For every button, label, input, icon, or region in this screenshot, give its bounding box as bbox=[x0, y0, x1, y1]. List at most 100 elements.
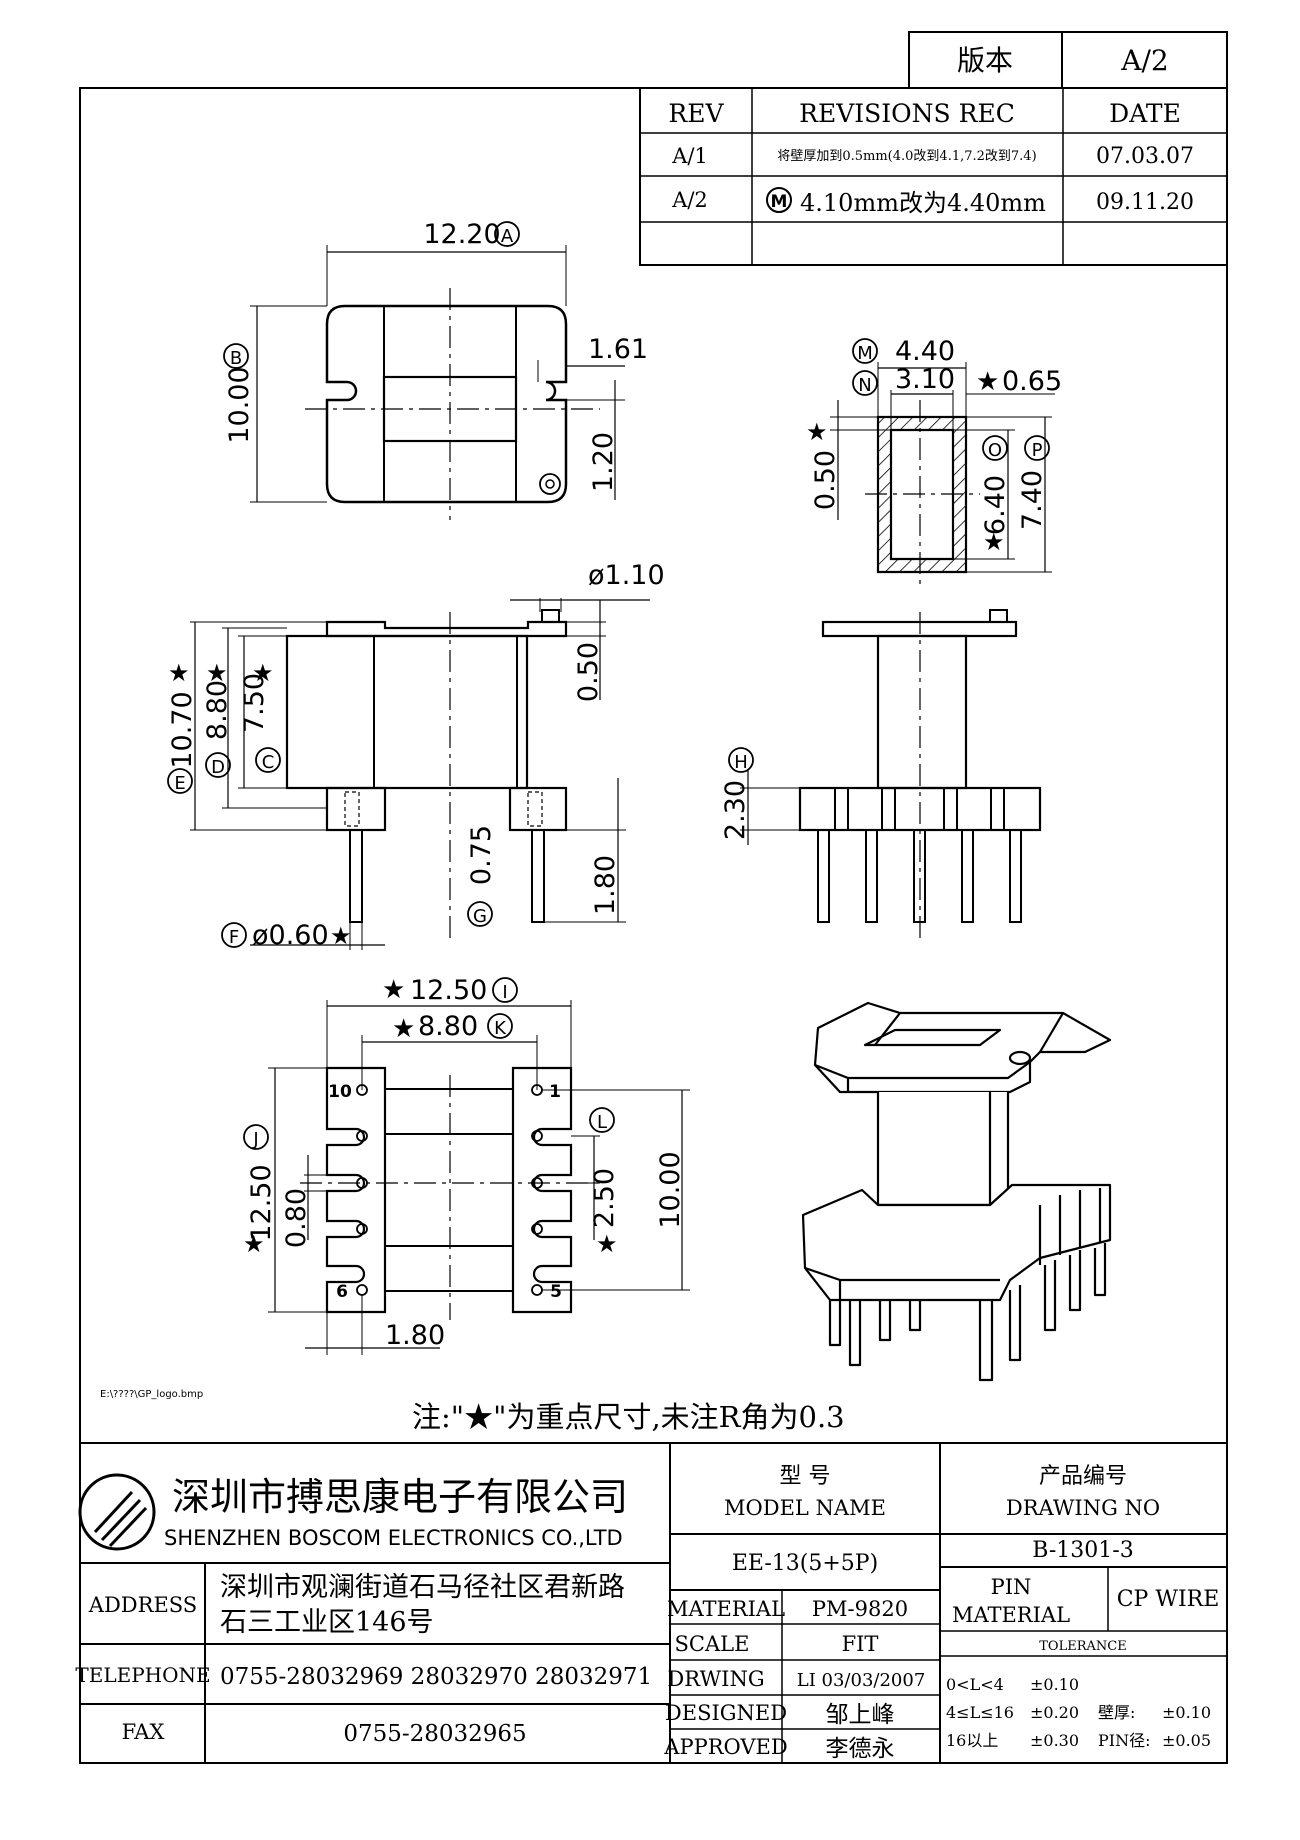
dim-pin-dia-top: ø1.10 bbox=[588, 560, 665, 591]
sec-wall-v-star: ★ bbox=[806, 418, 828, 446]
dim-bot-len: 12.50 bbox=[246, 1164, 277, 1241]
date-header: DATE bbox=[1109, 99, 1181, 128]
dim-bot-len2: 10.00 bbox=[655, 1151, 686, 1228]
dim-pin-row-mark: K bbox=[494, 1018, 507, 1039]
title-block: 深圳市搏思康电子有限公司 SHENZHEN BOSCOM ELECTRONICS… bbox=[75, 1443, 1227, 1763]
rev-row-2-mark: M bbox=[771, 192, 788, 212]
dim-base-h: 2.30 bbox=[720, 780, 751, 840]
dim-pin-dia: ø0.60 bbox=[252, 920, 329, 951]
drawing-label-cn: 产品编号 bbox=[1039, 1464, 1127, 1489]
model-value: EE-13(5+5P) bbox=[732, 1551, 878, 1576]
dim-flange-t: 0.50 bbox=[573, 642, 604, 702]
tol-extra-label-2: 壁厚: bbox=[1098, 1703, 1135, 1722]
tol-value-3: ±0.30 bbox=[1030, 1731, 1079, 1750]
bottom-view: 10 1 6 5 ★ 12.50 I ★ 8.80 K J 12.50 ★ 0.… bbox=[243, 975, 690, 1355]
dim-h-winding: 7.50 bbox=[239, 673, 270, 733]
pin-label-10: 10 bbox=[328, 1082, 352, 1102]
bot-len-star: ★ bbox=[243, 1230, 265, 1258]
tol-extra-label-3: PIN径: bbox=[1098, 1731, 1150, 1750]
dim-pin-row: 8.80 bbox=[418, 1011, 478, 1042]
material-value: PM-9820 bbox=[812, 1597, 908, 1621]
dim-bot-pin: 1.80 bbox=[385, 1320, 445, 1351]
dim-h-total: 10.70 bbox=[167, 691, 198, 768]
tolerance-label: TOLERANCE bbox=[1039, 1639, 1126, 1654]
dim-sec-inner-h-mark: O bbox=[988, 440, 1002, 461]
rev-header: REV bbox=[668, 99, 724, 128]
dim-top-width: 12.20 bbox=[423, 219, 500, 250]
drwing-value: LI 03/03/2007 bbox=[797, 1670, 926, 1691]
tol-range-3: 16以上 bbox=[946, 1731, 998, 1750]
designed-label: DESIGNED bbox=[665, 1701, 787, 1725]
pin-dia-star: ★ bbox=[330, 922, 352, 950]
dim-pin-len: 1.80 bbox=[590, 855, 621, 915]
side-view: 2.30 H bbox=[720, 609, 1042, 940]
company-name-cn: 深圳市搏思康电子有限公司 bbox=[172, 1475, 628, 1519]
dim-h-winding-mark: C bbox=[262, 752, 275, 773]
tol-value-2: ±0.20 bbox=[1030, 1703, 1079, 1722]
company-logo bbox=[78, 1473, 156, 1551]
model-label-cn: 型 号 bbox=[780, 1464, 831, 1489]
scale-value: FIT bbox=[842, 1632, 879, 1656]
date-row-2: 09.11.20 bbox=[1096, 190, 1194, 215]
address-line-1: 深圳市观澜街道石马径社区君新路 bbox=[220, 1572, 625, 1603]
drawing-no-value: B-1301-3 bbox=[1032, 1538, 1133, 1563]
dim-bot-width-mark: I bbox=[502, 982, 507, 1003]
drawing-note: 注:"★"为重点尺寸,未注R角为0.3 bbox=[412, 1400, 845, 1434]
dim-h-mid-mark: D bbox=[211, 757, 225, 778]
sec-inner-h-star: ★ bbox=[983, 528, 1005, 556]
pin-material-label-1: PIN bbox=[991, 1575, 1032, 1599]
address-label: ADDRESS bbox=[88, 1593, 197, 1617]
approved-value: 李德永 bbox=[826, 1736, 895, 1762]
fax-value: 0755-28032965 bbox=[343, 1721, 526, 1747]
dim-sec-outer-h-mark: P bbox=[1032, 440, 1043, 461]
dim-slot-w: 0.80 bbox=[281, 1188, 312, 1248]
version-box: 版本 A/2 bbox=[908, 31, 1228, 89]
dim-sec-wall-v: 0.50 bbox=[810, 450, 841, 510]
scale-label: SCALE bbox=[675, 1632, 750, 1656]
date-row-1: 07.03.07 bbox=[1096, 144, 1194, 169]
telephone-label: TELEPHONE bbox=[75, 1663, 210, 1687]
tol-range-2: 4≤L≤16 bbox=[946, 1703, 1014, 1722]
dim-pin-dia-mark: F bbox=[229, 927, 239, 948]
material-label: MATERIAL bbox=[667, 1597, 785, 1621]
tol-extra-2: ±0.10 bbox=[1162, 1703, 1211, 1722]
revisions-table: REV REVISIONS REC DATE A/1 将壁厚加到0.5mm(4.… bbox=[639, 87, 1228, 266]
dim-base-t-mark: G bbox=[473, 906, 487, 927]
file-path: E:\????\GP_logo.bmp bbox=[100, 1389, 203, 1400]
isometric-view bbox=[801, 1001, 1112, 1382]
dim-base-h-mark: H bbox=[734, 752, 748, 773]
address-line-2: 石三工业区146号 bbox=[220, 1607, 434, 1638]
dim-pitch-mark: L bbox=[597, 1112, 607, 1133]
h-total-star: ★ bbox=[168, 659, 190, 687]
rev-row-1: A/1 bbox=[671, 144, 708, 168]
dim-sec-inner-w-mark: N bbox=[858, 375, 871, 396]
sec-wall-star: ★ bbox=[976, 367, 999, 397]
rec-header: REVISIONS REC bbox=[799, 99, 1015, 128]
drawing-label-en: DRAWING NO bbox=[1006, 1496, 1160, 1520]
company-name-en: SHENZHEN BOSCOM ELECTRONICS CO.,LTD bbox=[164, 1526, 623, 1550]
pitch-star: ★ bbox=[596, 1230, 618, 1258]
dim-base-t: 0.75 bbox=[466, 825, 497, 885]
dim-sec-outer-h: 7.40 bbox=[1017, 470, 1048, 530]
pin-material-value: CP WIRE bbox=[1117, 1587, 1220, 1612]
dim-sec-inner-h: 6.40 bbox=[980, 475, 1011, 535]
tol-extra-3: ±0.05 bbox=[1162, 1731, 1211, 1750]
pin-label-1: 1 bbox=[549, 1082, 561, 1102]
dim-pitch: 2.50 bbox=[589, 1168, 620, 1228]
h-winding-star: ★ bbox=[252, 659, 274, 687]
top-view: 12.20 A 10.00 B 1.61 1.20 bbox=[223, 219, 648, 520]
dim-top-height-mark: B bbox=[230, 348, 242, 369]
dim-top-slot: 1.61 bbox=[588, 334, 648, 365]
tol-range-1: 0<L<4 bbox=[946, 1675, 1004, 1694]
model-label-en: MODEL NAME bbox=[724, 1496, 886, 1520]
version-value: A/2 bbox=[1120, 44, 1168, 77]
dim-sec-outer-w-mark: M bbox=[857, 343, 873, 364]
version-label: 版本 bbox=[957, 44, 1013, 77]
dim-top-width-mark: A bbox=[501, 226, 514, 247]
tol-value-1: ±0.10 bbox=[1030, 1675, 1079, 1694]
dim-h-mid: 8.80 bbox=[202, 680, 233, 740]
pin-material-label-2: MATERIAL bbox=[952, 1603, 1070, 1627]
bot-width-star: ★ bbox=[382, 975, 405, 1005]
dim-top-slot-h: 1.20 bbox=[588, 432, 619, 492]
dim-sec-inner-w: 3.10 bbox=[895, 364, 955, 395]
